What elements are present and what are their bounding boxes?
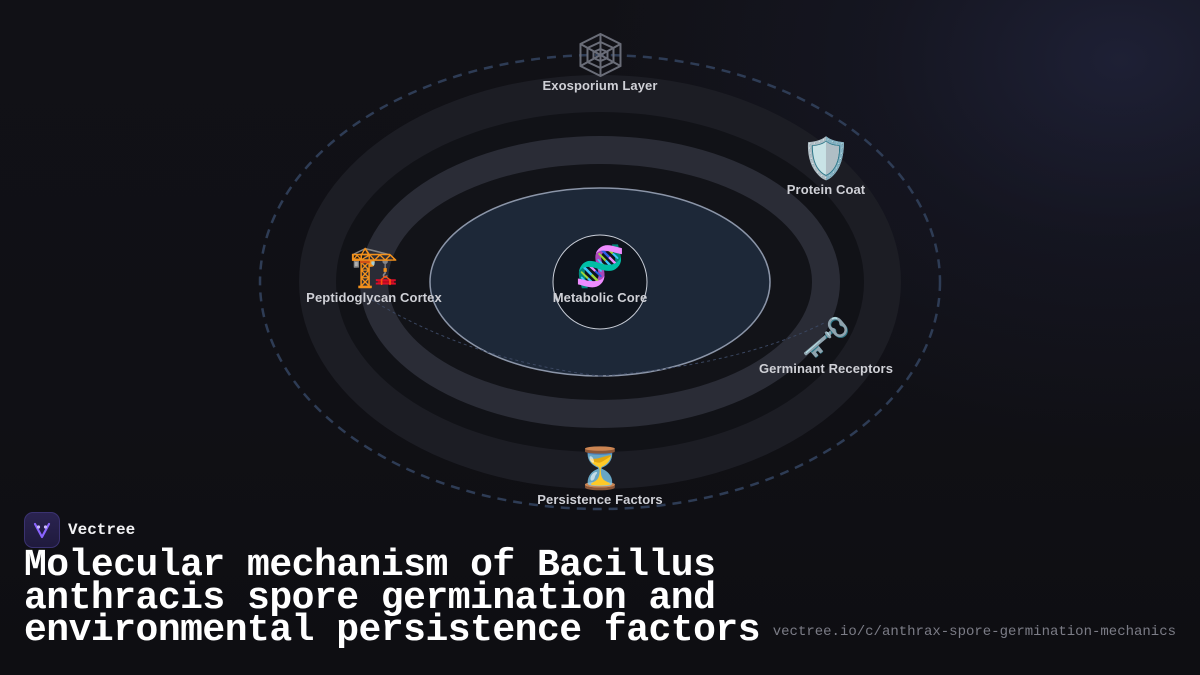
node-label: Persistence Factors bbox=[537, 492, 663, 507]
vectree-logo-icon bbox=[24, 512, 60, 548]
dna-icon: 🧬 bbox=[575, 245, 625, 289]
vectree-logo-svg bbox=[33, 522, 51, 539]
spider-web-icon bbox=[542, 32, 657, 78]
node-label: Metabolic Core bbox=[552, 290, 648, 305]
key-icon: 🗝️ bbox=[801, 316, 851, 360]
node-protein-coat: 🛡️ Protein Coat bbox=[787, 136, 865, 197]
construction-crane-icon: 🏗️ bbox=[349, 245, 399, 289]
node-peptidoglycan-cortex: 🏗️ Peptidoglycan Cortex bbox=[306, 244, 442, 305]
spider-web-svg bbox=[579, 32, 621, 78]
node-label: Germinant Receptors bbox=[758, 361, 894, 376]
source-url[interactable]: vectree.io/c/anthrax-spore-germination-m… bbox=[772, 624, 1176, 640]
shield-icon: 🛡️ bbox=[801, 137, 851, 181]
core-center-circle bbox=[552, 234, 648, 330]
page-title: Molecular mechanism of Bacillus anthraci… bbox=[24, 544, 761, 652]
node-exosporium-layer: Exosporium Layer bbox=[542, 32, 657, 93]
node-metabolic-core: 🧬 Metabolic Core bbox=[553, 244, 648, 305]
brand[interactable]: Vectree bbox=[24, 512, 135, 548]
hourglass-icon: ⏳ bbox=[575, 447, 625, 491]
node-label: Exosporium Layer bbox=[542, 78, 658, 93]
node-label: Protein Coat bbox=[786, 182, 866, 197]
brand-name: Vectree bbox=[68, 521, 136, 539]
node-persistence-factors: ⏳ Persistence Factors bbox=[537, 446, 662, 507]
node-label: Peptidoglycan Cortex bbox=[306, 290, 442, 305]
connector-arc-right bbox=[599, 321, 827, 377]
node-germinant-receptors: 🗝️ Germinant Receptors bbox=[759, 315, 893, 376]
